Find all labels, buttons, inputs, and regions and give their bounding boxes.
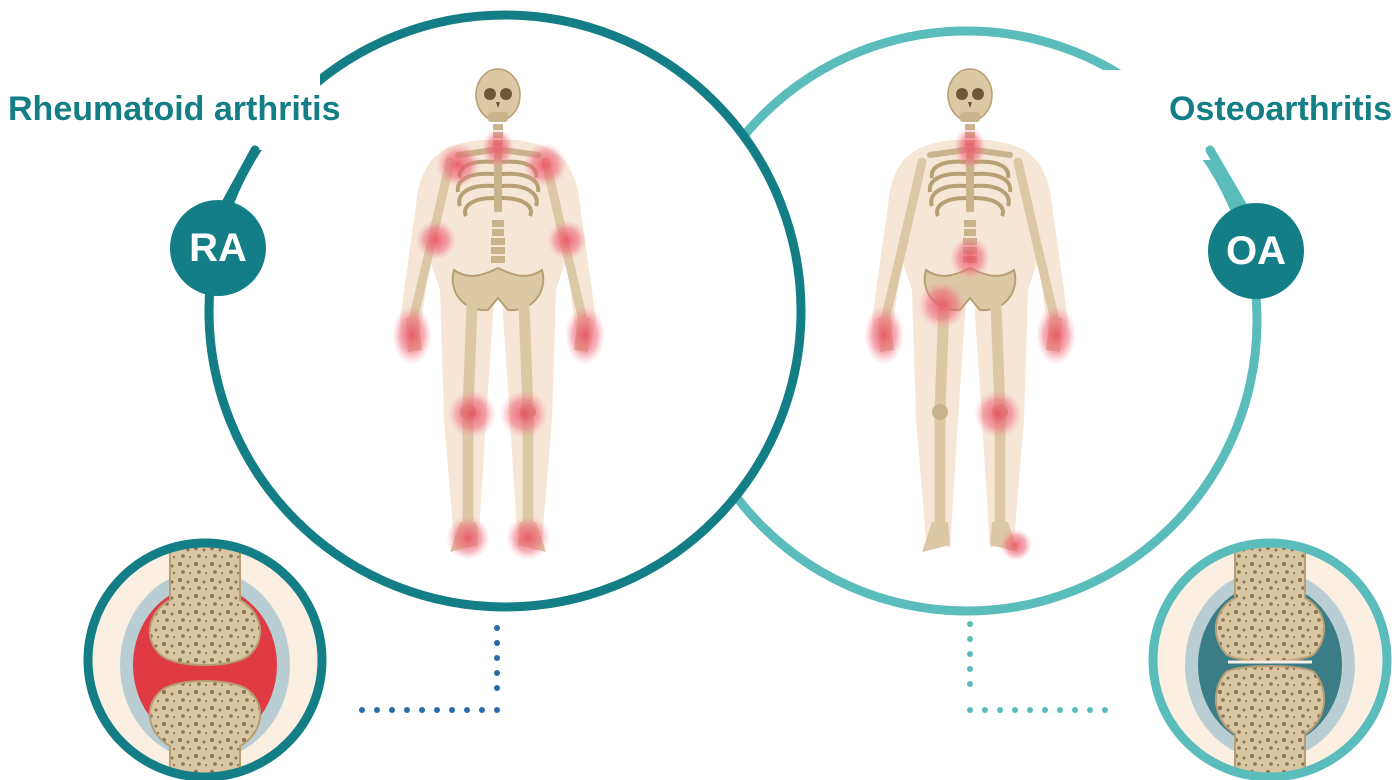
oa-badge-label: OA bbox=[1226, 229, 1286, 274]
ra-title: Rheumatoid arthritis bbox=[8, 92, 340, 126]
ra-badge-label: RA bbox=[189, 226, 247, 271]
oa-dotted-connector bbox=[967, 621, 1108, 713]
oa-title: Osteoarthritis bbox=[1169, 92, 1392, 126]
oa-badge: OA bbox=[1208, 203, 1304, 299]
ra-dotted-connector bbox=[359, 625, 500, 713]
ra-badge: RA bbox=[170, 200, 266, 296]
ra-joint-closeup bbox=[88, 540, 322, 780]
oa-joint-closeup bbox=[1153, 540, 1387, 780]
